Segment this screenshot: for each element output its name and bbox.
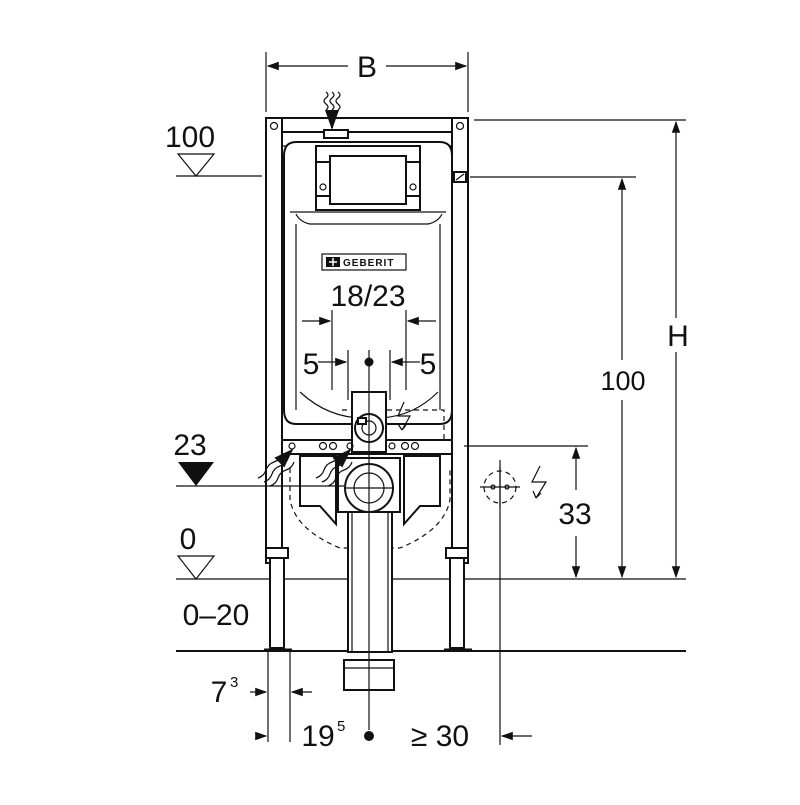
- height-label: H: [667, 320, 689, 353]
- dimension-foot-width: 7 3: [211, 652, 312, 742]
- geberit-logo: GEBERIT: [321, 253, 407, 271]
- top-level-label: 100: [165, 121, 215, 154]
- min-distance-label: ≥ 30: [411, 720, 469, 753]
- level-supply-marker: 23: [173, 429, 344, 487]
- level-top-marker: 100: [165, 121, 262, 177]
- dimension-width: B: [265, 51, 469, 112]
- flush-range-label: 18/23: [330, 280, 405, 313]
- power-socket-symbol: [480, 460, 548, 745]
- offset-left-label: 5: [303, 348, 320, 381]
- dimension-height: H: [474, 119, 689, 579]
- dimension-axis-distance: 19 5: [255, 718, 345, 753]
- drain-pipe: [299, 391, 441, 691]
- supply-level-label: 23: [173, 429, 206, 462]
- water-supply-top-icon: [323, 91, 341, 130]
- foot-width-label: 7: [211, 676, 228, 709]
- dimension-min-distance: ≥ 30: [411, 720, 532, 753]
- center-axis: [364, 350, 374, 741]
- dimension-flush-range: 18/23: [302, 280, 436, 390]
- dimension-actuator-height: 100: [470, 176, 646, 579]
- level-floor-marker: 0: [176, 523, 216, 580]
- cistern: [283, 129, 467, 425]
- foot-width-superscript: 3: [230, 674, 238, 691]
- actuator-height-label: 100: [600, 366, 645, 396]
- floor-lines: [176, 578, 686, 652]
- outlet-height-label: 33: [558, 498, 591, 531]
- electric-connection-icon: [397, 401, 412, 431]
- floor-range-label: 0–20: [183, 599, 250, 632]
- width-label: B: [357, 51, 377, 84]
- axis-distance-superscript: 5: [337, 718, 345, 735]
- dimension-offsets: 5 5: [303, 348, 437, 400]
- floor-level-label: 0: [180, 523, 197, 556]
- water-supply-left-icons: [257, 448, 353, 487]
- dimension-outlet-height: 33: [464, 445, 592, 579]
- logo-wordmark: GEBERIT: [343, 258, 394, 269]
- mounting-bolts: [288, 441, 420, 451]
- offset-right-label: 5: [420, 348, 437, 381]
- axis-distance-label: 19: [301, 720, 334, 753]
